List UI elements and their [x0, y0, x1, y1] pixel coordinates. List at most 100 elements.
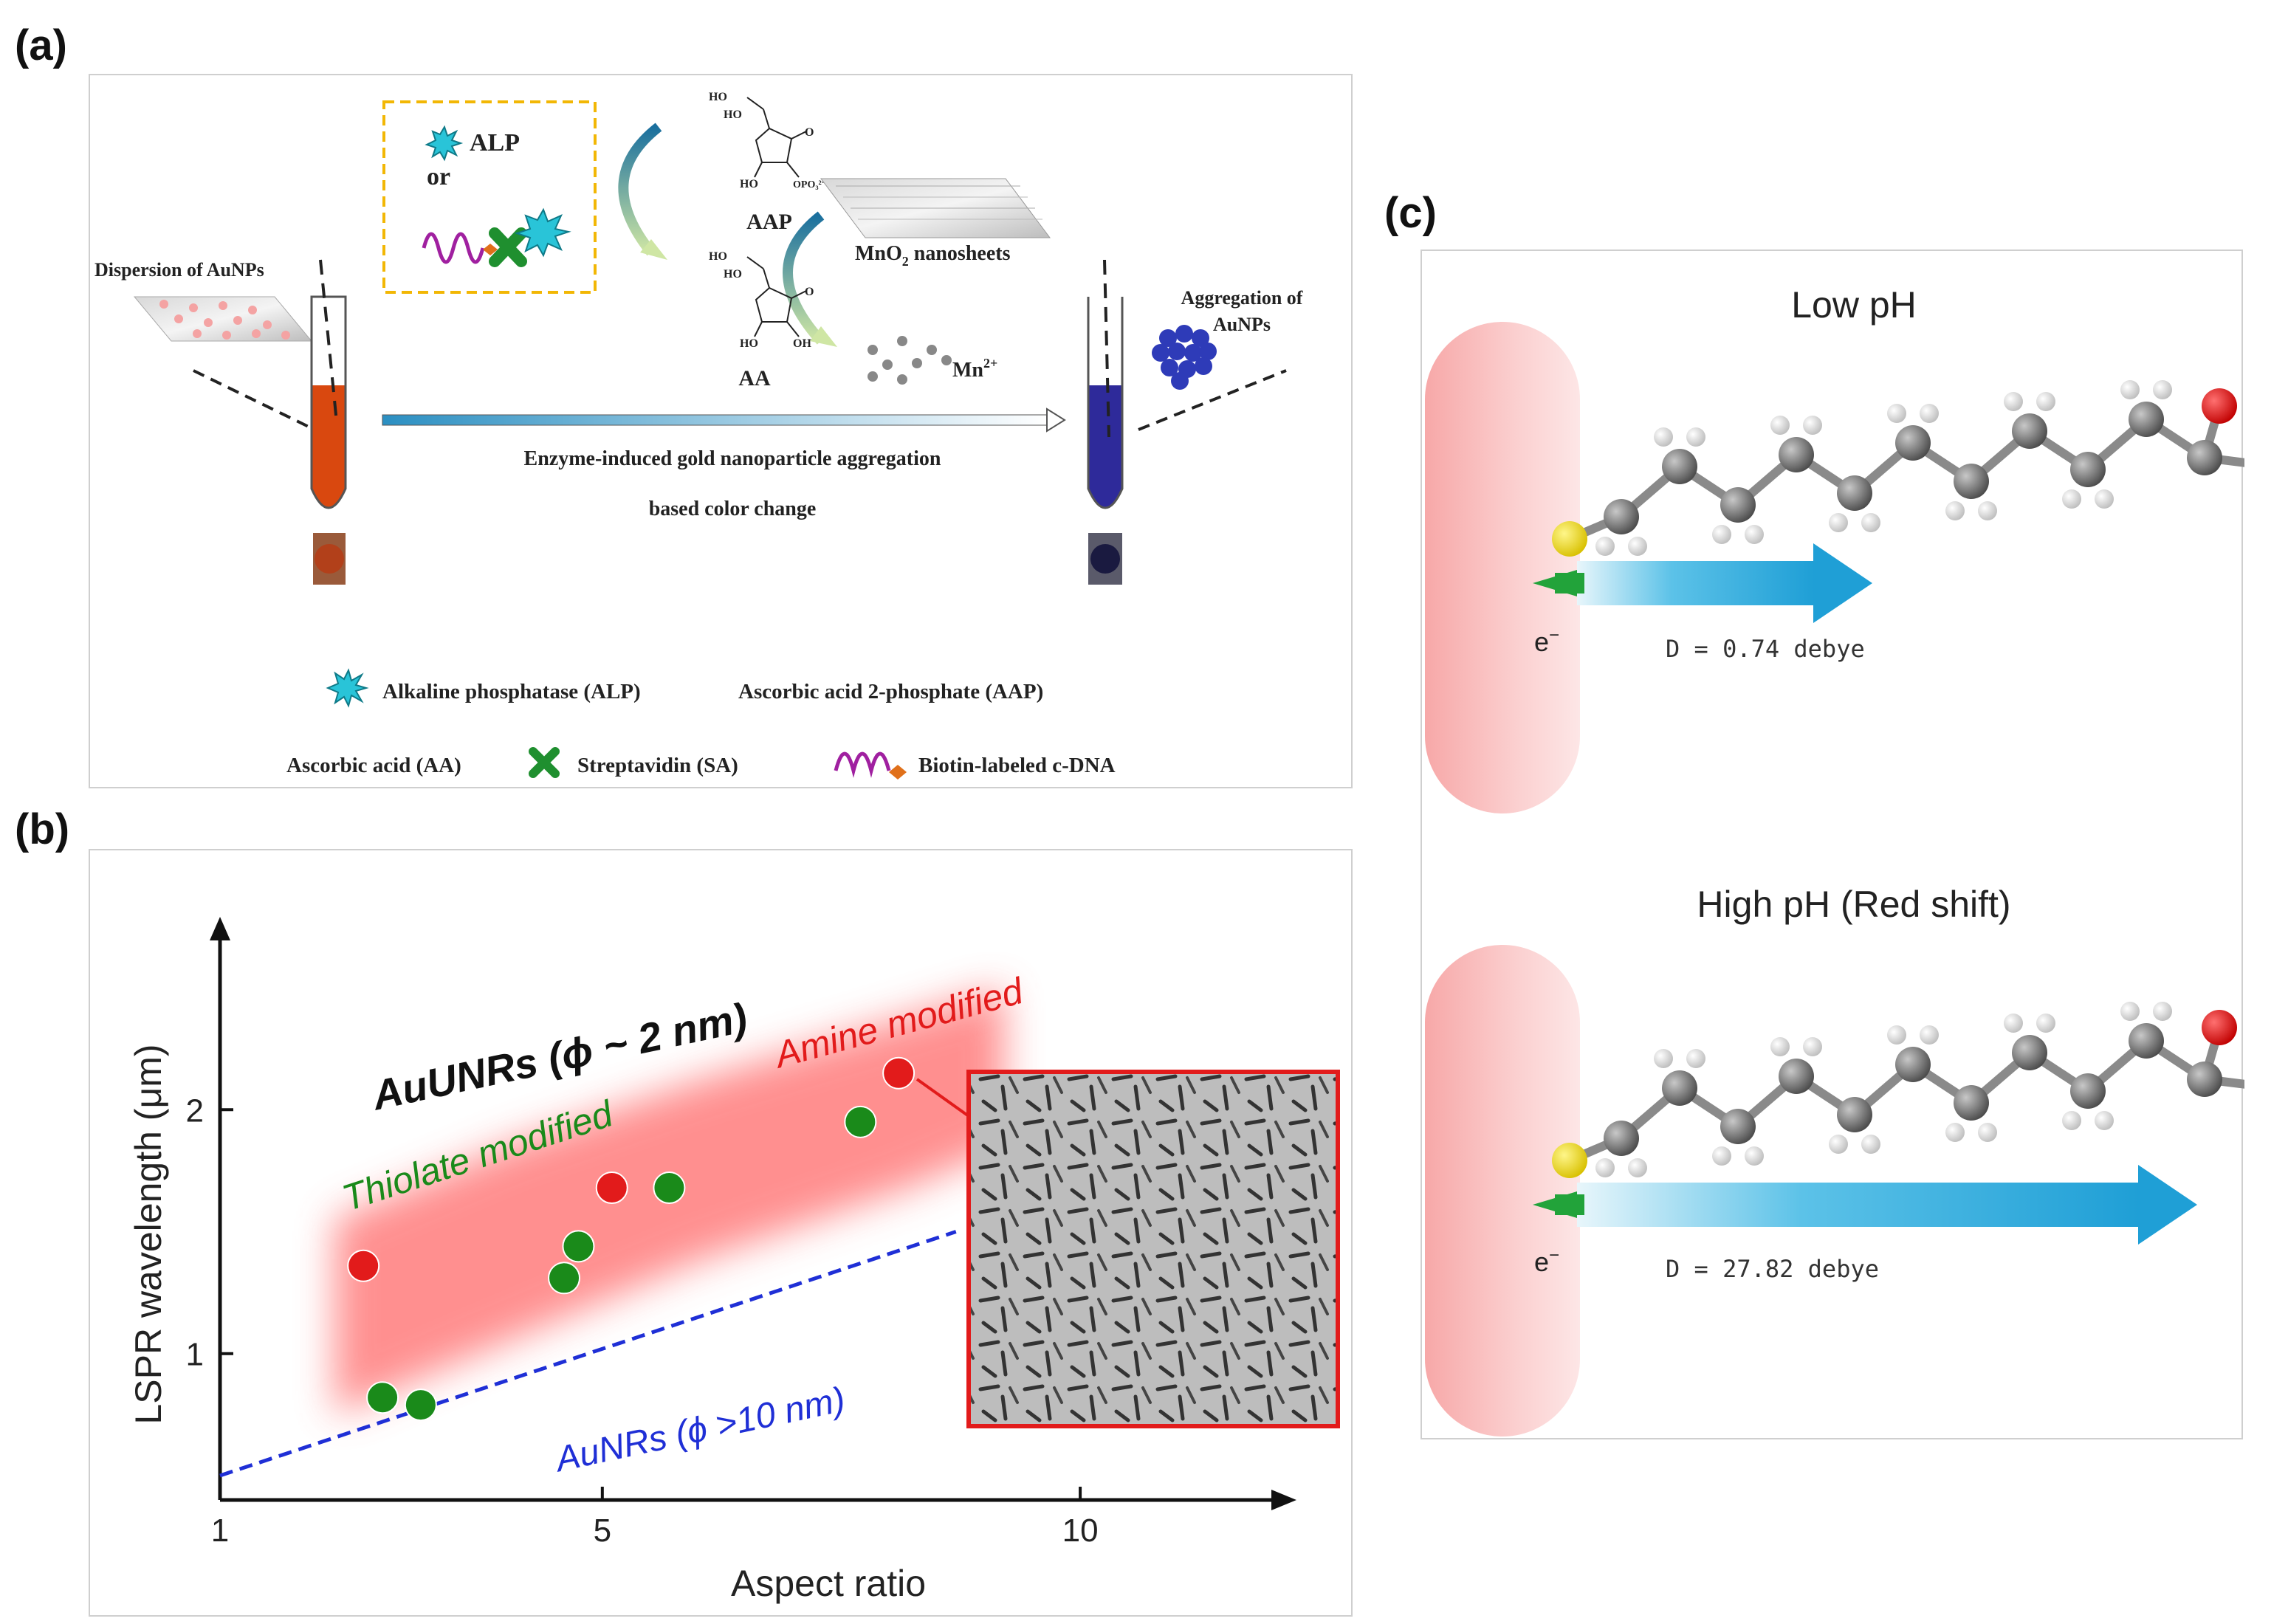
annotation-aunrs: AuNRs (ϕ >10 nm) [550, 1380, 848, 1479]
hydrogen-atom [2036, 1014, 2055, 1033]
svg-text:HO: HO [724, 109, 742, 121]
svg-text:HO: HO [740, 178, 758, 190]
hydrogen-atom [1628, 1158, 1647, 1177]
hydrogen-atom [1770, 1037, 1790, 1056]
molecule-high-ph [1552, 1002, 2244, 1178]
hydrogen-atom [2004, 392, 2023, 411]
panel-label-a: (a) [15, 21, 67, 69]
mno2-sheet [820, 178, 1051, 238]
aunrs-reference-line [219, 1230, 957, 1478]
carbon-atom [1837, 1097, 1872, 1132]
carbon-atom [2129, 402, 2164, 437]
svg-text:O: O [805, 126, 814, 139]
aggregation-line1: Aggregation of [1181, 287, 1303, 309]
carbon-atom [1895, 1047, 1931, 1082]
dipole-arrow-low [1533, 543, 1872, 623]
legend-sa: Streptavidin (SA) [577, 754, 738, 777]
aggregation-cluster [1152, 325, 1217, 390]
dipole-arrow-high [1533, 1165, 2197, 1245]
thiolate-data-point [653, 1171, 686, 1205]
hydrogen-atom [2062, 489, 2081, 509]
legend-alp: Alkaline phosphatase (ALP) [382, 680, 641, 703]
hydrogen-atom [1829, 1135, 1848, 1154]
arrow-text-line2: based color change [649, 498, 817, 520]
alp-icon [425, 125, 464, 162]
dispersion-sheet [133, 296, 313, 342]
hydrogen-atom [2095, 489, 2114, 509]
amine-data-point [595, 1171, 628, 1205]
svg-text:OH: OH [793, 337, 811, 350]
electrode-low [1425, 322, 1580, 813]
electrode-high [1425, 945, 1580, 1437]
y-tick-label: 1 [186, 1337, 204, 1373]
mn-dots [868, 336, 952, 385]
carbon-atom [1779, 437, 1814, 472]
carbon-atom [2012, 413, 2047, 449]
hydrogen-atom [1745, 525, 1764, 544]
hydrogen-atom [1770, 416, 1790, 435]
aap-molecule [746, 97, 807, 178]
hydrogen-atom [1887, 1025, 1906, 1045]
aa-molecule [746, 256, 807, 337]
carbon-atom [2187, 1062, 2222, 1097]
hydrogen-atom [1654, 427, 1673, 447]
carbon-atom [1604, 499, 1639, 534]
electron-high: e− [1534, 1245, 1559, 1277]
carbon-atom [2012, 1035, 2047, 1070]
hydrogen-atom [1803, 1037, 1822, 1056]
x-tick-label: 10 [1062, 1513, 1099, 1549]
thiolate-data-point [844, 1105, 877, 1138]
aa-label: AA [738, 366, 771, 390]
x-axis-label: Aspect ratio [731, 1563, 926, 1604]
hydrogen-atom [1686, 1049, 1705, 1068]
electron-low: e− [1534, 625, 1559, 657]
molecule-low-ph [1552, 380, 2244, 557]
amine-data-point [882, 1056, 915, 1090]
legend-aa: Ascorbic acid (AA) [286, 754, 461, 777]
hydrogen-atom [1595, 1158, 1615, 1177]
hydrogen-atom [2036, 392, 2055, 411]
hydrogen-atom [1920, 1025, 1939, 1045]
sulfur-atom [1552, 1143, 1587, 1178]
hydrogen-atom [1887, 404, 1906, 423]
hydrogen-atom [1628, 537, 1647, 556]
carbon-atom [1779, 1059, 1814, 1094]
panel-c: Low pH High pH (Red shift) e− e− D = 0.7… [1420, 250, 2244, 1439]
panel-c-diagram: Low pH High pH (Red shift) e− e− D = 0.7… [1425, 284, 2244, 1437]
blue-tube [1087, 259, 1124, 585]
carbon-atom [2129, 1023, 2164, 1059]
oxygen-atom [2202, 388, 2237, 424]
panel-label-b: (b) [15, 805, 70, 853]
high-ph-title: High pH (Red shift) [1697, 884, 2010, 925]
svg-text:HO: HO [709, 91, 727, 103]
dispersion-label: Dispersion of AuNPs [95, 259, 264, 281]
svg-text:HO: HO [740, 337, 758, 350]
hydrogen-atom [2095, 1111, 2114, 1130]
hydrogen-atom [2004, 1014, 2023, 1033]
hydrogen-atom [2062, 1111, 2081, 1130]
x-tick-label: 5 [594, 1513, 611, 1549]
hydrogen-atom [1654, 1049, 1673, 1068]
carbon-atom [1662, 1070, 1697, 1106]
carbon-atom [2070, 452, 2106, 487]
hydrogen-atom [2120, 380, 2140, 399]
hydrogen-atom [1712, 525, 1731, 544]
aap-label: AAP [746, 210, 792, 234]
thiolate-data-point [562, 1230, 595, 1263]
carbon-atom [2070, 1073, 2106, 1109]
legend-sa-icon [529, 747, 560, 778]
x-tick-label: 1 [211, 1513, 229, 1549]
hydrogen-atom [1945, 501, 1965, 520]
hydrogen-atom [1920, 404, 1939, 423]
hydrogen-atom [2153, 380, 2172, 399]
aggregation-line2: AuNPs [1213, 314, 1271, 335]
carbon-atom [1895, 425, 1931, 461]
hydrogen-atom [1745, 1146, 1764, 1166]
hydrogen-atom [1978, 501, 1997, 520]
carbon-atom [2187, 440, 2222, 475]
hydrogen-atom [1686, 427, 1705, 447]
legend-biotin: Biotin-labeled c-DNA [918, 754, 1116, 777]
y-tick-label: 2 [186, 1093, 204, 1129]
